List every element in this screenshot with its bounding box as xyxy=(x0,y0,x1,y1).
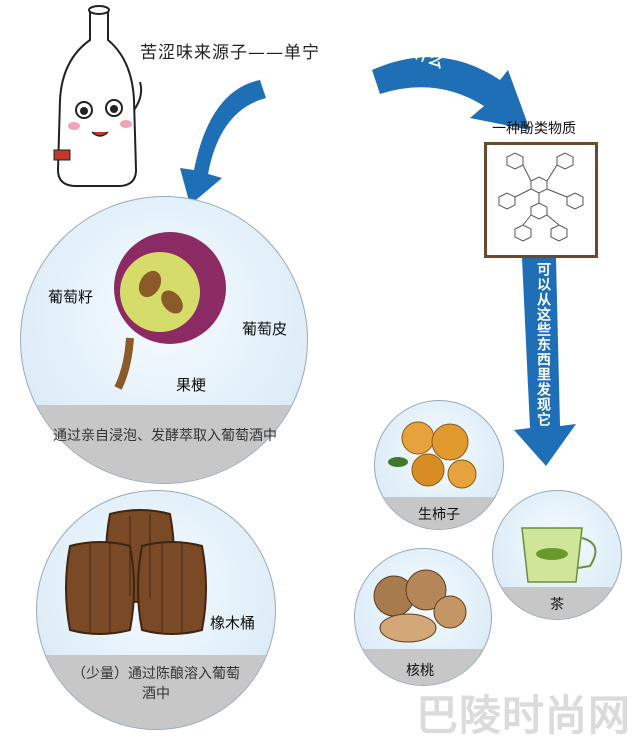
arrow-from-where xyxy=(180,80,266,205)
walnut-illustration xyxy=(373,569,467,643)
grape-skin-label: 葡萄皮 xyxy=(242,320,288,338)
arrow-found-label: 可以从这些东西里发现它 xyxy=(535,262,551,427)
barrel-illustration xyxy=(65,509,207,635)
grape-caption-band xyxy=(21,405,307,483)
barrel-caption-band xyxy=(37,655,275,729)
grape-stem-label: 果梗 xyxy=(176,376,207,394)
watermark-text: 巴陵时尚网 xyxy=(416,691,632,740)
grape-illustration xyxy=(114,232,226,390)
molecule-structure xyxy=(484,142,598,258)
persimmon-illustration xyxy=(388,421,477,489)
persimmon-label: 生柿子 xyxy=(418,507,460,523)
title-text: 苦涩味来源子——单宁 xyxy=(140,43,320,63)
grape-caption: 通过亲自浸泡、发酵萃取入葡萄酒中 xyxy=(53,428,277,444)
arrow-found-in xyxy=(514,258,576,466)
mascot-illustration xyxy=(53,5,143,187)
arrow-what-is xyxy=(372,57,530,131)
walnut-label: 核桃 xyxy=(406,663,434,679)
tea-label: 茶 xyxy=(550,597,564,613)
molecule-label: 一种酚类物质 xyxy=(492,121,576,137)
grape-seed-label: 葡萄籽 xyxy=(48,288,94,306)
barrel-caption: （少量）通过陈酿溶入葡萄酒中 xyxy=(72,666,240,702)
tea-illustration xyxy=(521,527,597,583)
barrel-label: 橡木桶 xyxy=(210,614,256,632)
